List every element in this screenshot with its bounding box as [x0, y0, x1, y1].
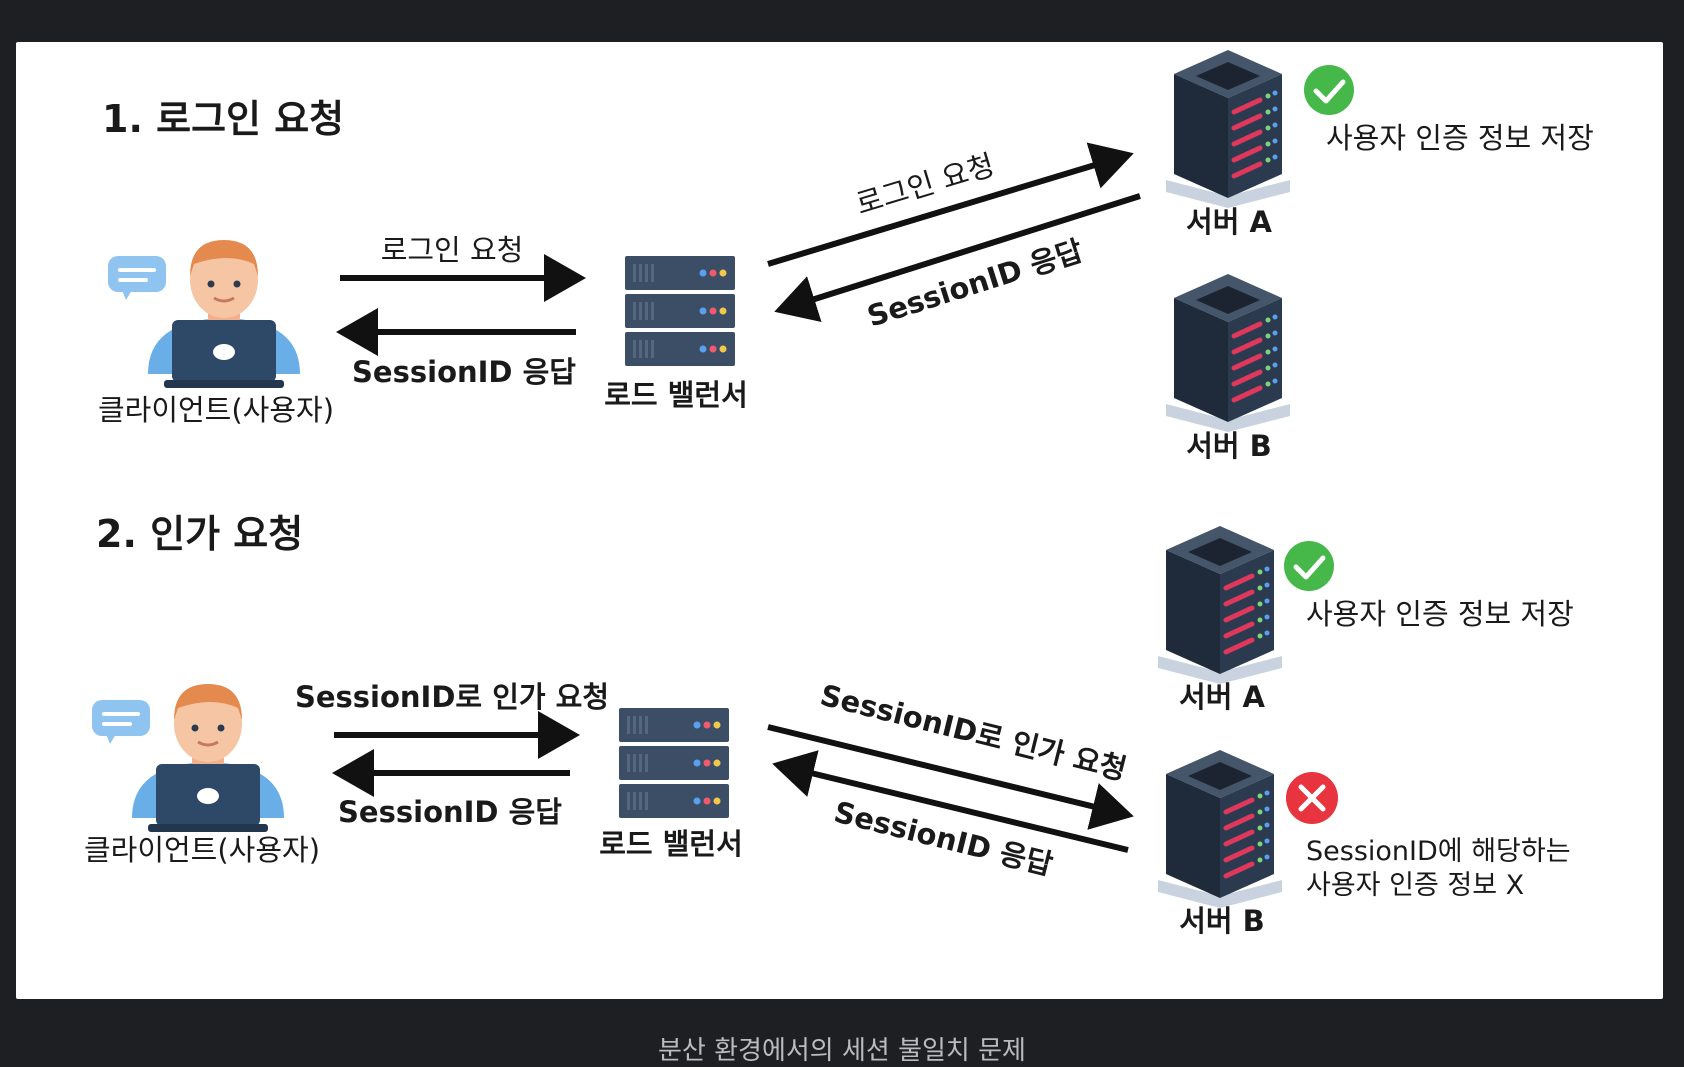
section1-lb-to-server-arrow: [767, 142, 1134, 267]
section1-server-a-status: 사용자 인증 정보 저장: [1326, 121, 1594, 155]
section2-server-b-label: 서버 B: [1179, 904, 1265, 938]
section1-server-to-lb-arrow: [774, 193, 1141, 323]
server-a-icon: [1158, 526, 1282, 684]
figure-caption: 분산 환경에서의 세션 불일치 문제: [658, 1036, 1026, 1066]
section1-lb-to-client-label: SessionID 응답: [352, 355, 576, 389]
section1-client-to-lb-label: 로그인 요청: [381, 233, 524, 267]
client-icon: [106, 238, 302, 390]
section1-server-b-label: 서버 B: [1186, 429, 1272, 463]
section2-lb-to-client-label: SessionID 응답: [338, 795, 562, 829]
section2-server-a-label: 서버 A: [1179, 680, 1265, 714]
section1-client-label: 클라이언트(사용자): [98, 393, 334, 427]
section2-lb-to-server-arrow: [767, 724, 1134, 830]
client-icon: [90, 682, 286, 834]
section2-server-b-status-line2: 사용자 인증 정보 X: [1306, 870, 1524, 901]
load-balancer-icon: [625, 256, 735, 366]
section2-server-a-status: 사용자 인증 정보 저장: [1306, 597, 1574, 631]
section2-client-label: 클라이언트(사용자): [84, 833, 320, 867]
diagram-card: 1. 로그인 요청 클라이언트(사용자) 로그인 요청 SessionID 응답…: [16, 42, 1663, 999]
section1-lb-to-server-label: 로그인 요청: [852, 148, 998, 222]
section2-server-b-status-line1: SessionID에 해당하는: [1306, 836, 1571, 867]
diagram-canvas: 1. 로그인 요청 클라이언트(사용자) 로그인 요청 SessionID 응답…: [84, 42, 1594, 938]
server-b-icon: [1166, 274, 1290, 432]
section2-title: 2. 인가 요청: [96, 512, 303, 556]
load-balancer-icon: [619, 708, 729, 818]
section1-title: 1. 로그인 요청: [102, 97, 344, 141]
success-check-icon: [1304, 65, 1354, 115]
success-check-icon: [1284, 541, 1334, 591]
section1-lb-label: 로드 밸런서: [604, 378, 748, 412]
section2-lb-to-server-label: SessionID로 인가 요청: [817, 678, 1130, 787]
section2-client-to-lb-label: SessionID로 인가 요청: [295, 680, 609, 714]
section1-server-a-label: 서버 A: [1186, 205, 1272, 239]
server-b-icon: [1158, 750, 1282, 908]
section2-lb-label: 로드 밸런서: [599, 827, 743, 861]
section2-server-to-lb-arrow: [772, 750, 1129, 853]
server-a-icon: [1166, 50, 1290, 208]
